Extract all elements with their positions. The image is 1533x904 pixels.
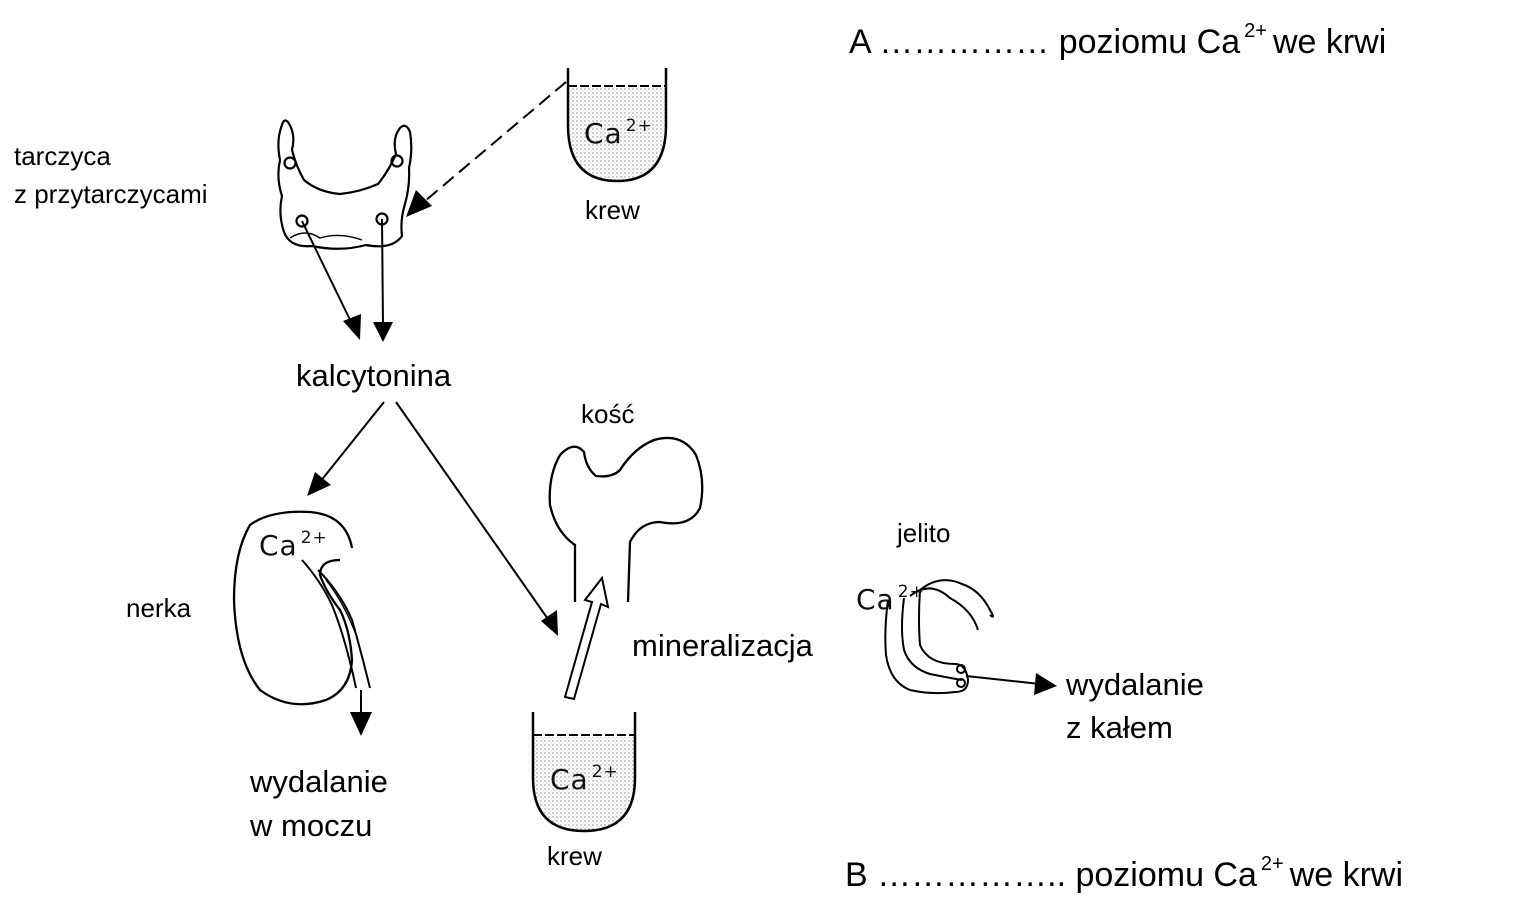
- parathyroid-circle: [283, 156, 297, 170]
- intestine-drawing: [884, 579, 994, 695]
- feces-excretion-line1: wydalanie: [1066, 667, 1204, 702]
- blood-beaker-bottom: [531, 712, 637, 833]
- bone-label: kość: [581, 399, 635, 429]
- arrowhead: [350, 712, 372, 736]
- arrowhead: [1034, 673, 1057, 695]
- header-a-superscript: 2+: [1244, 20, 1267, 42]
- header-a-prefix: A …………… poziomu Ca: [849, 23, 1241, 61]
- arrowhead: [343, 314, 361, 340]
- header-b-superscript: 2+: [1260, 853, 1284, 875]
- header-a-suffix: we krwi: [1272, 23, 1387, 61]
- thyroid-label-line2: z przytarczycami: [14, 179, 208, 209]
- arrow-thyroid-to-calcitonin-right: [381, 218, 384, 327]
- thyroid-gland-drawing: [277, 119, 413, 250]
- blood-top-label: krew: [585, 195, 640, 225]
- parathyroid-circle: [390, 154, 404, 168]
- blood-beaker-top: [566, 68, 668, 183]
- arrow-calcitonin-to-kidney: [319, 401, 385, 483]
- arrowhead: [406, 190, 432, 217]
- arrowhead: [541, 610, 558, 636]
- kidney-drawing: [232, 510, 371, 706]
- bone-drawing: [548, 436, 704, 603]
- arrow-calcitonin-to-mineralization: [395, 401, 551, 623]
- intestine-label: jelito: [897, 518, 951, 548]
- header-b-prefix: B …………….. poziomu Ca: [845, 856, 1257, 894]
- calcitonin-label: kalcytonina: [296, 358, 452, 393]
- arrowhead: [307, 472, 331, 496]
- kidney-label: nerka: [126, 593, 192, 623]
- arrowhead: [373, 322, 393, 342]
- urine-excretion-line2: w moczu: [250, 808, 373, 843]
- dashed-arrow-blood-to-thyroid: [411, 81, 567, 213]
- header-b-suffix: we krwi: [1289, 856, 1404, 894]
- mineralization-label: mineralizacja: [632, 628, 813, 663]
- arrow-intestine-excretion: [965, 675, 1041, 685]
- hollow-arrow-blood-to-bone: [563, 575, 610, 701]
- blood-bottom-label: krew: [547, 841, 602, 871]
- parathyroid-circle: [295, 214, 309, 228]
- arrow-thyroid-to-calcitonin-left: [301, 220, 355, 329]
- thyroid-label-line1: tarczyca: [14, 141, 111, 171]
- feces-excretion-line2: z kałem: [1066, 710, 1173, 745]
- urine-excretion-line1: wydalanie: [250, 764, 388, 799]
